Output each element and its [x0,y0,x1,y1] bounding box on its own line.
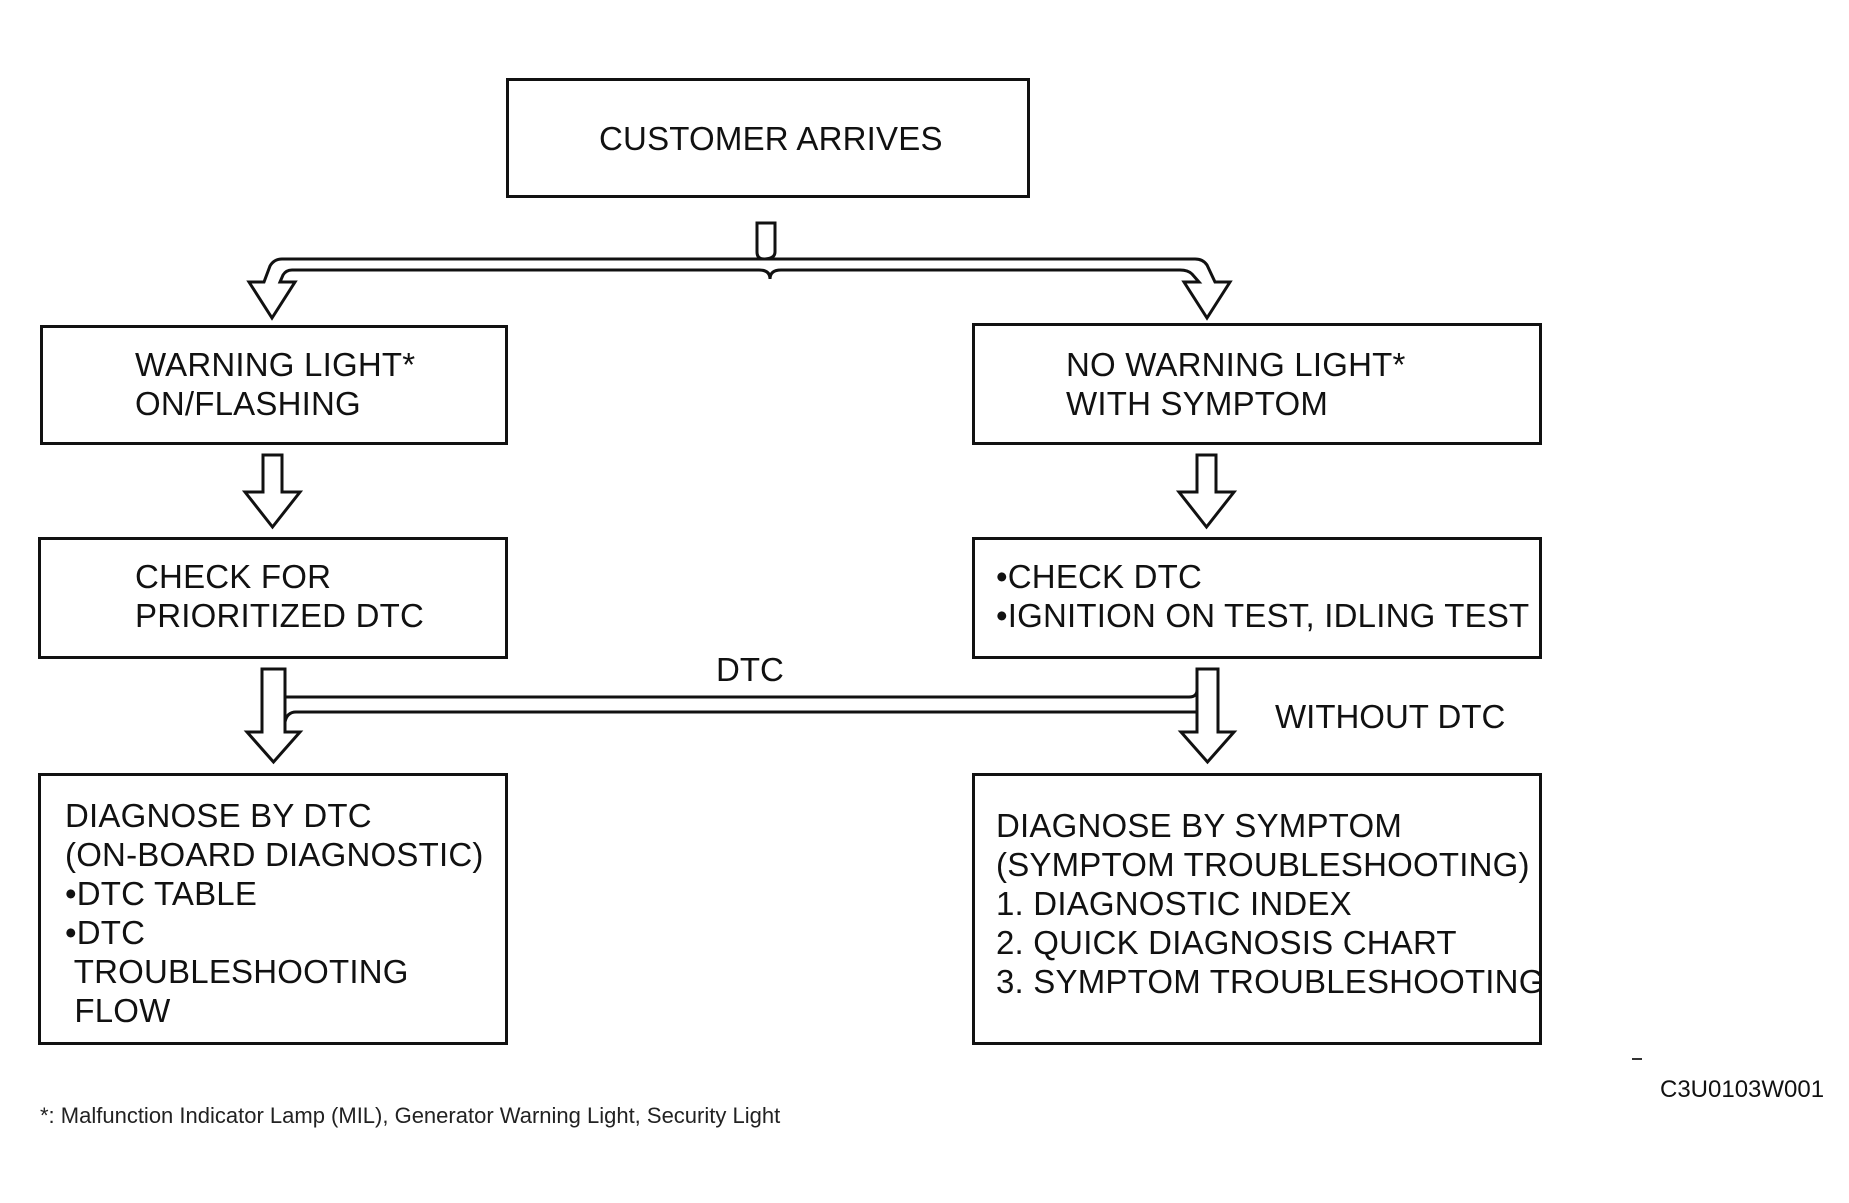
check-prioritized-line-1: CHECK FOR [135,558,332,595]
check-dtc-box: •CHECK DTC •IGNITION ON TEST, IDLING TES… [972,537,1542,659]
check-prioritized-line-2: PRIORITIZED DTC [135,597,424,634]
diagnose-dtc-line-4: •DTC [65,914,146,951]
no-warning-light-line-1: NO WARNING LIGHT* [1066,346,1406,383]
footnote: *: Malfunction Indicator Lamp (MIL), Gen… [40,1103,781,1128]
without-dtc-edge-label: WITHOUT DTC [1275,698,1506,735]
down-arrow-left-2 [243,667,304,765]
diagnose-dtc-line-5: TROUBLESHOOTING [65,953,409,990]
diagnose-symptom-line-3: 1. DIAGNOSTIC INDEX [996,885,1352,922]
customer-arrives-text: CUSTOMER ARRIVES [599,120,943,157]
dtc-connector [285,689,1199,699]
figure-code: C3U0103W001 [1660,1076,1825,1103]
diagnose-symptom-line-2: (SYMPTOM TROUBLESHOOTING) [996,846,1530,883]
diagnose-symptom-line-5: 3. SYMPTOM TROUBLESHOOTING [996,963,1545,1000]
diagnose-dtc-line-2: (ON-BOARD DIAGNOSTIC) [65,836,484,873]
diagnose-dtc-line-3: •DTC TABLE [65,875,258,912]
check-prioritized-dtc-box: CHECK FOR PRIORITIZED DTC [38,537,508,659]
check-dtc-line-1: •CHECK DTC [996,558,1203,595]
customer-arrives-box: CUSTOMER ARRIVES [506,78,1030,198]
down-arrow-left-1 [241,453,304,530]
down-arrow-right-2 [1177,667,1238,765]
check-dtc-line-2: •IGNITION ON TEST, IDLING TEST [996,597,1530,634]
figure-code-dash [1632,1058,1642,1060]
fork-arrow [246,221,1233,321]
warning-light-line-1: WARNING LIGHT* [135,346,416,383]
diagnose-symptom-line-1: DIAGNOSE BY SYMPTOM [996,807,1403,844]
diagnose-dtc-line-6: FLOW [65,992,171,1029]
diagnose-by-dtc-box: DIAGNOSE BY DTC (ON-BOARD DIAGNOSTIC) •D… [38,773,508,1045]
diagnose-by-symptom-box: DIAGNOSE BY SYMPTOM (SYMPTOM TROUBLESHOO… [972,773,1545,1045]
diagnose-dtc-line-1: DIAGNOSE BY DTC [65,797,372,834]
dtc-connector-lower [283,710,1197,723]
dtc-edge-label: DTC [716,651,784,688]
no-warning-light-line-2: WITH SYMPTOM [1066,385,1329,422]
no-warning-light-box: NO WARNING LIGHT* WITH SYMPTOM [972,323,1542,445]
warning-light-on-box: WARNING LIGHT* ON/FLASHING [40,325,508,445]
warning-light-line-2: ON/FLASHING [135,385,361,422]
diagnose-symptom-line-4: 2. QUICK DIAGNOSIS CHART [996,924,1457,961]
down-arrow-right-1 [1175,453,1238,530]
